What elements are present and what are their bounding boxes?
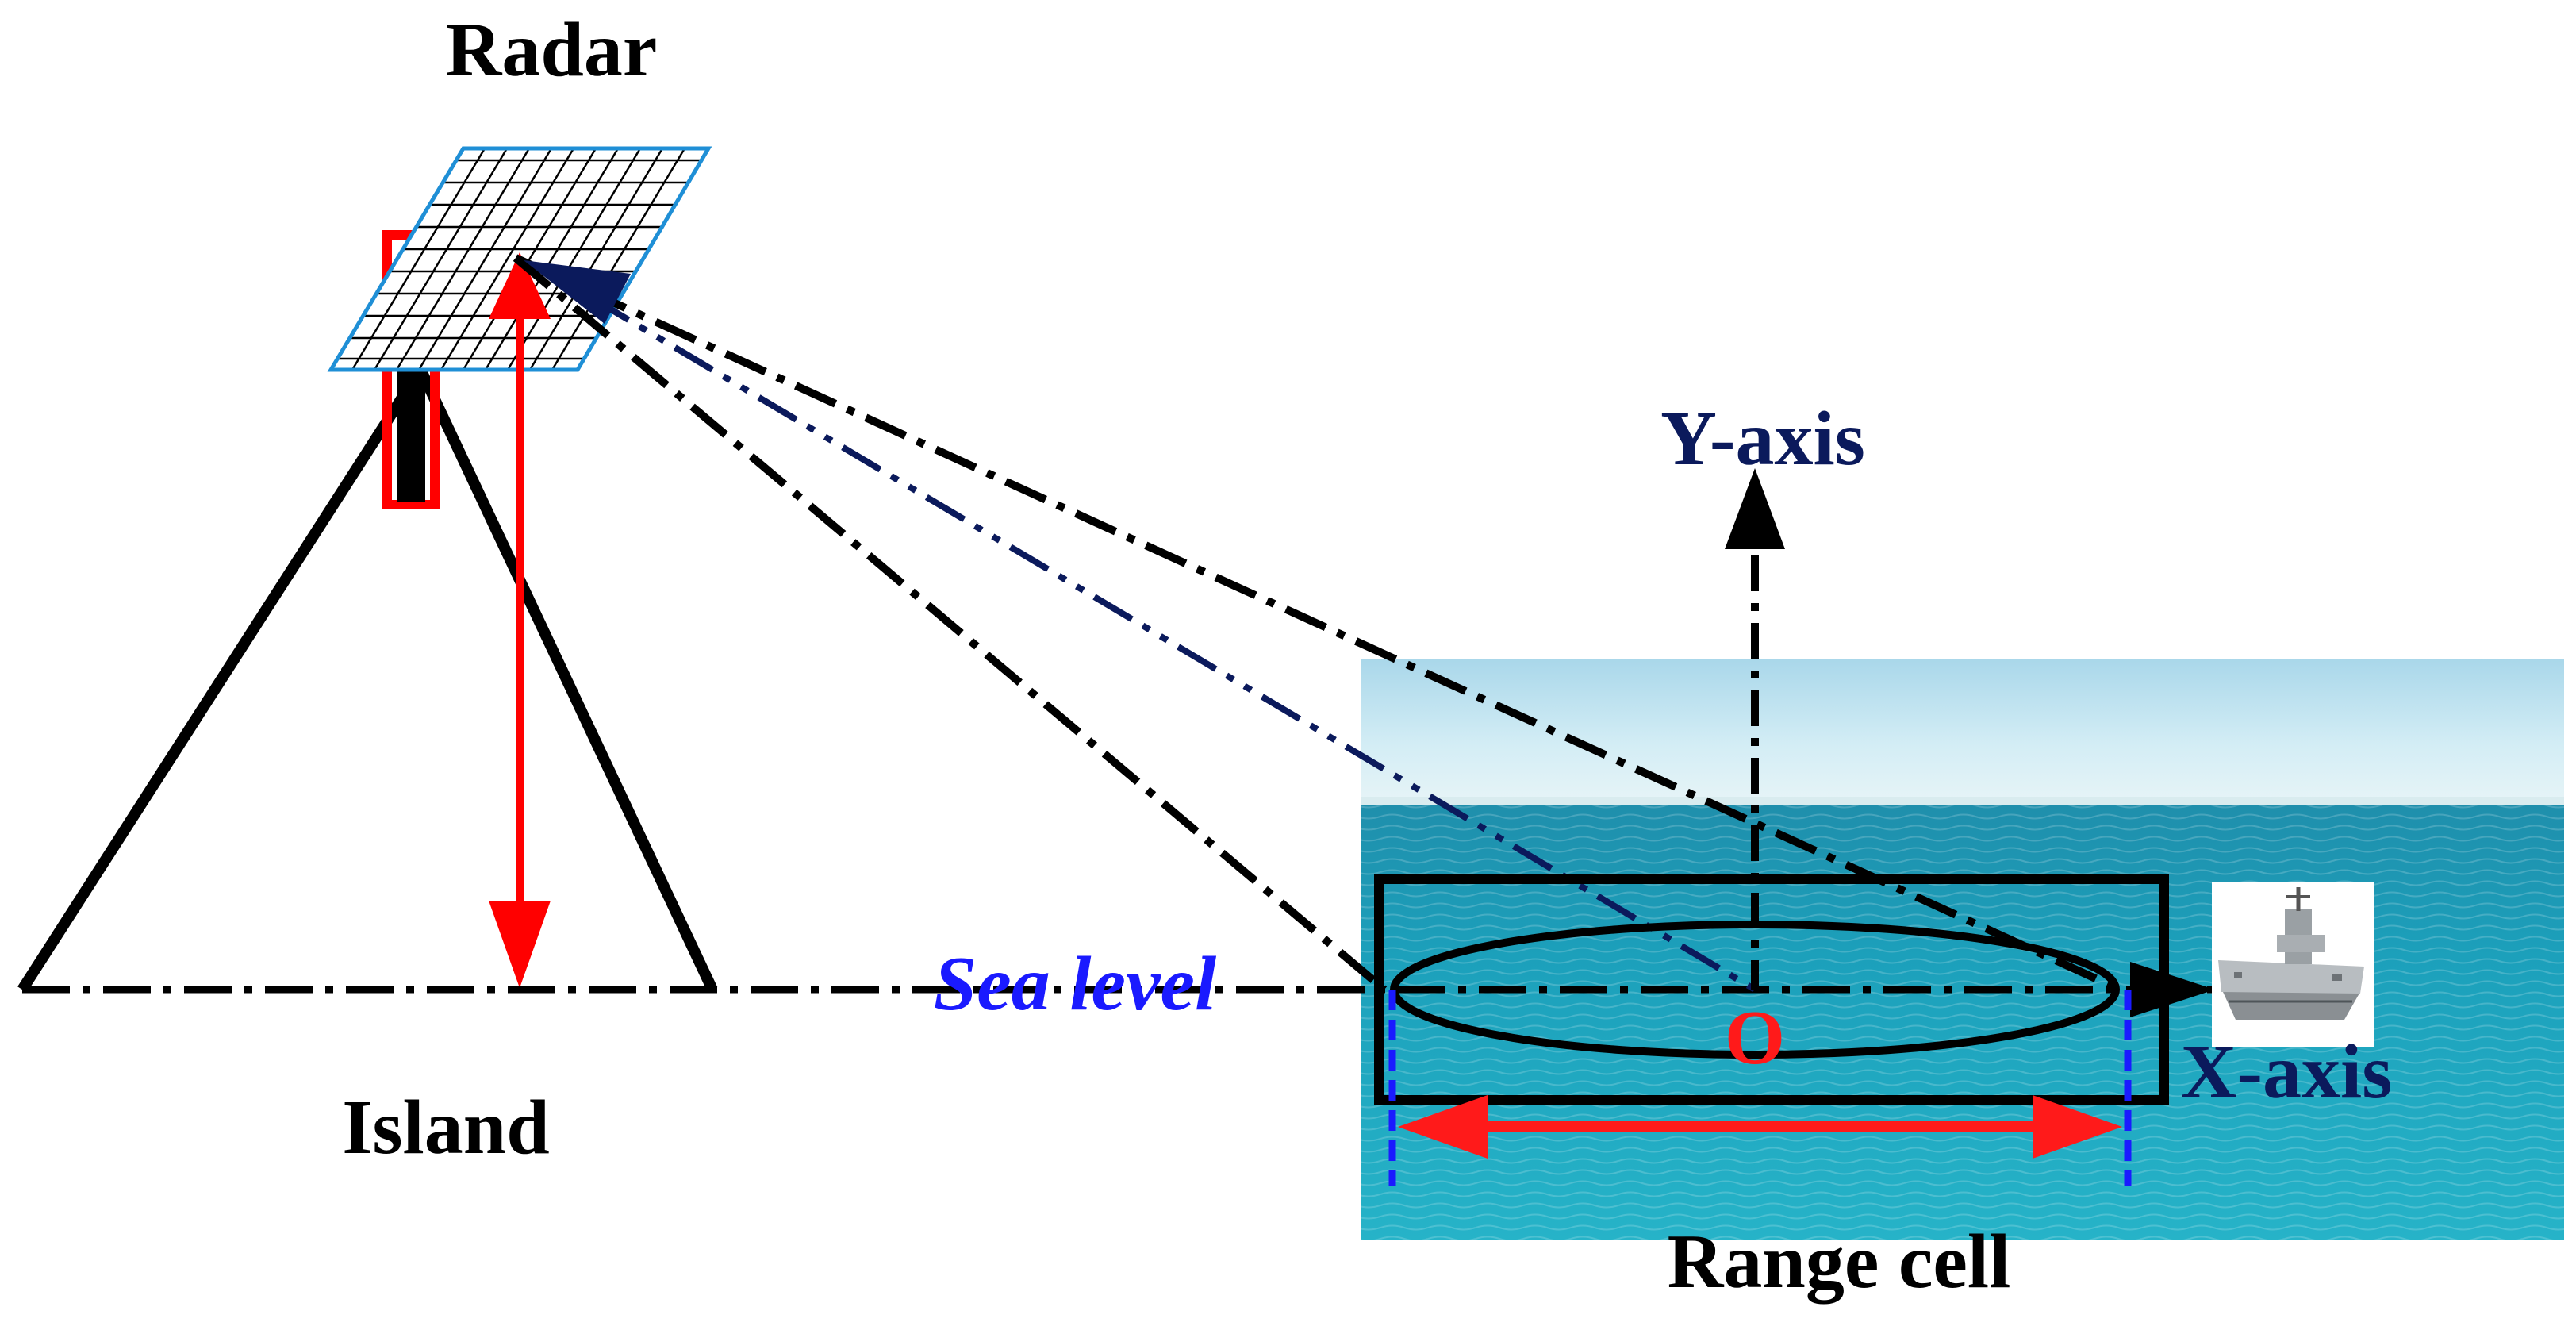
radar-label: Radar — [446, 7, 658, 93]
sea-level-label: Sea level — [934, 941, 1217, 1027]
sea-photo — [1361, 659, 2564, 1240]
y-axis — [1725, 468, 1785, 990]
radar-mast — [397, 367, 425, 502]
island-shape — [17, 357, 718, 993]
sea-waves — [1361, 805, 2564, 1240]
x-axis-arrowhead — [2130, 962, 2215, 1017]
range-cell-label: Range cell — [1668, 1219, 2011, 1305]
radar-height-arrow — [489, 252, 551, 988]
radar-beam-lines — [513, 254, 2122, 994]
sky-area — [1361, 659, 2564, 801]
island-label: Island — [342, 1085, 550, 1170]
x-axis-label: X-axis — [2181, 1029, 2393, 1115]
origin-label: O — [1725, 995, 1785, 1081]
horizon-line — [1361, 797, 2564, 806]
y-axis-label: Y-axis — [1660, 396, 1865, 482]
range-cell-width-arrow — [1398, 1095, 2122, 1159]
range-cell-box — [1374, 874, 2169, 1105]
aircraft-carrier-icon — [2212, 882, 2374, 1047]
